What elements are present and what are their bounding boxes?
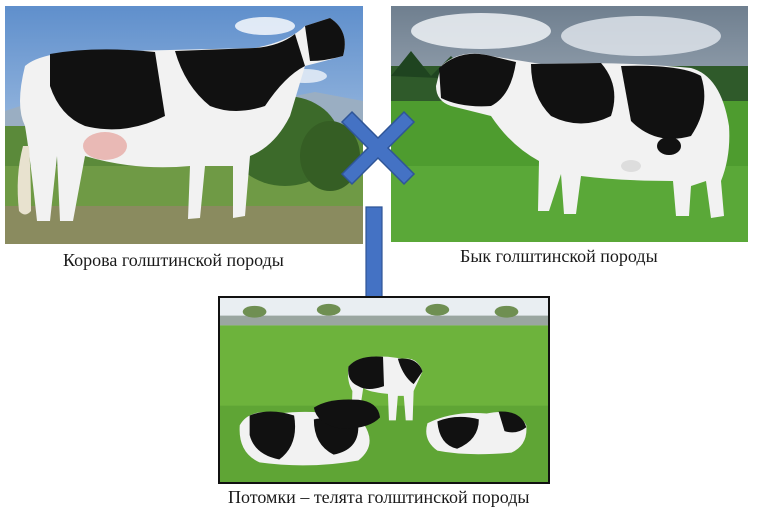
offspring-photo bbox=[218, 296, 550, 484]
cow-photo bbox=[5, 6, 363, 244]
bull-caption: Бык голштинской породы bbox=[460, 246, 658, 267]
offspring-caption: Потомки – телята голштинской породы bbox=[228, 487, 530, 508]
bull-photo bbox=[391, 6, 748, 242]
cross-mark-icon bbox=[338, 108, 418, 188]
cow-caption: Корова голштинской породы bbox=[63, 250, 284, 271]
